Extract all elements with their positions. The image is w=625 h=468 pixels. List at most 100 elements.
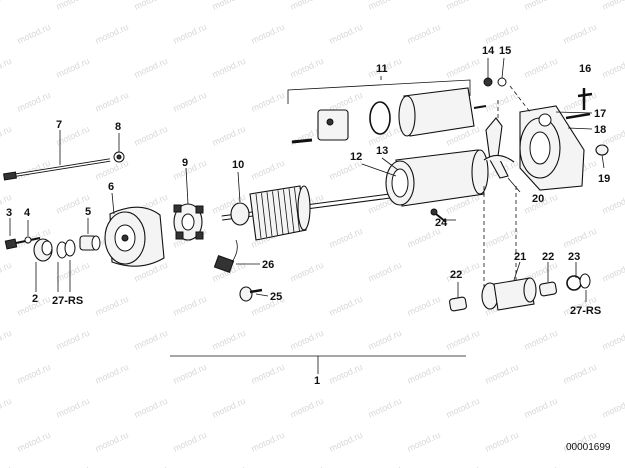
callout-5: 5 [85,206,91,218]
watermark-text: motod.ru [94,90,130,114]
watermark-text: motod.ru [211,124,247,148]
watermark-text: motod.ru [601,396,625,420]
watermark-text: motod.ru [0,396,13,420]
watermark-text: motod.ru [367,396,403,420]
watermark-text: motod.ru [367,260,403,284]
armature-slot-line [277,190,284,235]
part-pinion-drive [481,277,537,311]
watermark-text: motod.ru [445,56,481,80]
armature-slot-line [261,193,267,238]
callout-7: 7 [56,119,62,131]
part-armature [221,185,391,241]
watermark-text: motod.ru [562,362,598,386]
watermark-text: motod.ru [55,56,91,80]
watermark-text: motod.ru [289,464,325,468]
watermark-text: motod.ru [523,396,559,420]
callout-8: 8 [115,121,121,133]
leader-lines [9,57,605,374]
part-housing-bolts [565,88,593,120]
watermark-text: motod.ru [211,328,247,352]
watermark-text: motod.ru [328,226,364,250]
armature-slot-line [255,193,262,239]
armature-slot-line [283,189,289,234]
watermark-text: motod.ru [484,90,520,114]
watermark-text: motod.ru [211,396,247,420]
watermark-text: motod.ru [250,430,286,454]
watermark-text: motod.ru [367,464,403,468]
watermark-text: motod.ru [367,0,403,12]
watermark-text: motod.ru [211,0,247,12]
watermark-text: motod.ru [133,464,169,468]
part-bushing [79,235,101,251]
callout-10: 10 [232,159,244,171]
watermark-text: motod.ru [445,328,481,352]
watermark-text: motod.ru [484,362,520,386]
watermark-text: motod.ru [16,90,52,114]
watermark-text: motod.ru [250,362,286,386]
watermark-text: motod.ru [523,328,559,352]
callout-13: 13 [376,145,388,157]
watermark-text: motod.ru [0,464,13,468]
part-bushing-22 [449,281,557,312]
watermark-text: motod.ru [133,124,169,148]
watermark-text: motod.ru [328,22,364,46]
part-top-nuts [483,77,507,87]
watermark-text: motod.ru [523,0,559,12]
watermark-text: motod.ru [172,158,208,182]
callout-6: 6 [108,181,114,193]
watermark-text: motod.ru [328,430,364,454]
document-number: 00001699 [566,442,611,453]
watermark-text: motod.ru [94,294,130,318]
watermark-text: motod.ru [601,0,625,12]
watermark-text: motod.ru [289,396,325,420]
watermark-text: motod.ru [406,22,442,46]
watermark-text: motod.ru [16,430,52,454]
callout-14: 14 [482,45,495,57]
watermark-text: motod.ru [601,464,625,468]
watermark-text: motod.ru [484,226,520,250]
watermark-text: motod.ru [601,192,625,216]
part-drive-housing [519,105,585,191]
watermark-text: motod.ru [133,56,169,80]
watermark-text: motod.ru [55,464,91,468]
callout-11: 11 [376,63,388,75]
watermark-text: motod.ru [445,0,481,12]
callout-23: 23 [568,251,580,263]
watermark-text: motod.ru [289,56,325,80]
watermark-text: motod.ru [133,0,169,12]
armature-slot-line [266,192,273,237]
watermark-text: motod.ru [250,158,286,182]
watermark-text: motod.ru [55,396,91,420]
callout-9: 9 [182,157,188,169]
watermark-text: motod.ru [55,0,91,12]
watermark-text: motod.ru [94,22,130,46]
watermark-text: motod.ru [0,124,13,148]
watermark-text: motod.ru [445,464,481,468]
watermark-text: motod.ru [94,362,130,386]
watermark-text: motod.ru [250,22,286,46]
watermark-text: motod.ru [289,328,325,352]
part-brush-screw [239,286,263,302]
watermark-text: motod.ru [601,56,625,80]
watermark-text: motod.ru [562,226,598,250]
callout-3: 3 [6,207,12,219]
watermark-text: motod.ru [523,464,559,468]
watermark-text: motod.ru [562,90,598,114]
watermark-text: motod.ru [0,56,13,80]
armature-slot-line [294,187,300,232]
watermark-text: motod.ru [328,362,364,386]
callout-22a: 22 [450,269,462,281]
watermark-text: motod.ru [172,362,208,386]
callout-1: 1 [314,375,320,387]
watermark-text: motod.ru [0,0,13,12]
part-ring-right [566,273,591,291]
callout-27-rs-left: 27-RS [52,295,83,307]
watermark-text: motod.ru [55,260,91,284]
watermark-text: motod.ru [172,294,208,318]
callout-16: 16 [579,63,591,75]
part-shims-left [56,239,76,259]
callout-12: 12 [350,151,362,163]
watermark-text: motod.ru [289,0,325,12]
watermark-text: motod.ru [94,430,130,454]
